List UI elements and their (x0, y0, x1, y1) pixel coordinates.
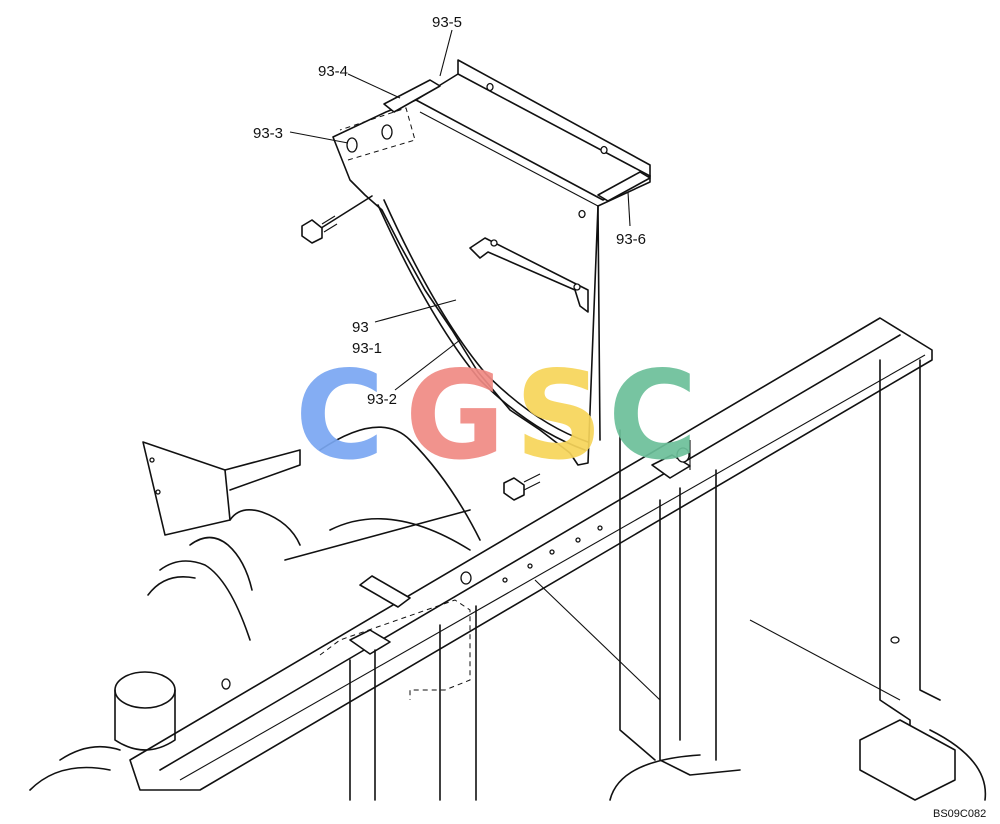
shroud-plate (332, 59, 651, 466)
radiator-frame (129, 317, 987, 801)
watermark-letter-s: S (515, 345, 603, 487)
callout-93-5: 93-5 (432, 14, 462, 31)
callout-93-4: 93-4 (318, 63, 348, 80)
watermark: C G S C (295, 345, 698, 487)
figure-code: BS09C082 (933, 808, 986, 820)
engine-shroud (29, 426, 481, 791)
bolt-lower (503, 473, 541, 501)
callout-93-6: 93-6 (616, 231, 646, 248)
leader-lines (289, 29, 631, 391)
callout-93-3: 93-3 (253, 125, 283, 142)
watermark-letter-c2: C (608, 345, 698, 487)
callout-93-2: 93-2 (367, 391, 397, 408)
callout-93-1: 93-1 (352, 340, 382, 357)
bolt-upper (301, 195, 373, 244)
watermark-letter-g: G (405, 345, 505, 487)
watermark-letter-c1: C (295, 345, 385, 487)
callout-93: 93 (352, 319, 369, 336)
